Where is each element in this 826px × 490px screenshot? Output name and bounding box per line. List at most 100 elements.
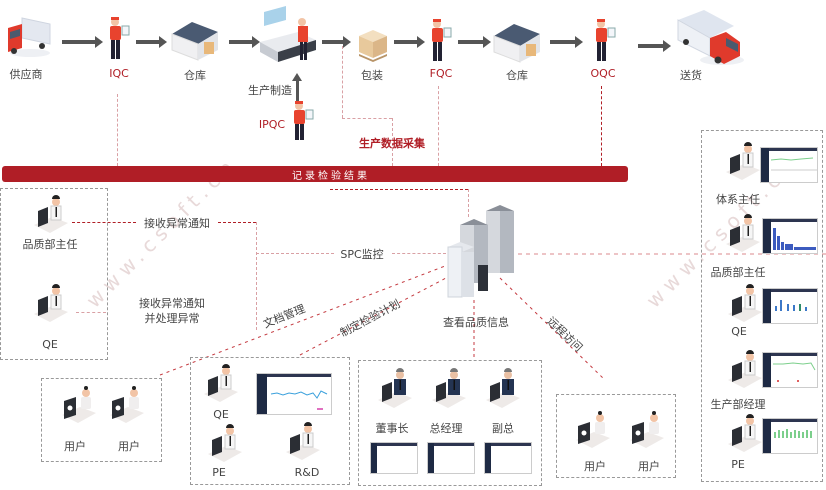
role-label: R&D bbox=[294, 466, 320, 479]
executive-icon bbox=[482, 368, 522, 410]
step-label-fqc: FQC bbox=[429, 67, 453, 80]
oqc-inspector-icon bbox=[590, 18, 620, 64]
receive-handle-line-1: 接收异常通知 bbox=[139, 297, 205, 310]
role-label: 品质部主任 bbox=[710, 266, 766, 279]
office-worker-icon bbox=[724, 414, 764, 454]
green-bar-chart-screenshot bbox=[762, 418, 818, 454]
executive-icon bbox=[428, 368, 468, 410]
packing-boxes-icon bbox=[357, 28, 389, 62]
role-label: 副总 bbox=[492, 422, 514, 435]
warehouse-icon bbox=[492, 20, 542, 64]
flow-arrow bbox=[322, 36, 351, 48]
pareto-chart-screenshot bbox=[762, 218, 818, 254]
connector bbox=[72, 222, 136, 223]
dashboard-screenshot bbox=[484, 442, 532, 474]
user-group-right bbox=[556, 394, 676, 478]
office-worker-icon bbox=[724, 350, 764, 390]
step-label-production: 生产制造 bbox=[248, 84, 292, 97]
flow-arrow bbox=[229, 36, 260, 48]
ipqc-label: IPQC bbox=[258, 118, 286, 131]
connector bbox=[601, 86, 602, 166]
connector bbox=[117, 94, 118, 166]
supplier-truck-icon bbox=[6, 14, 52, 58]
spc-chart-screenshot bbox=[256, 373, 332, 415]
step-label-warehouse-1: 仓库 bbox=[184, 69, 206, 82]
flow-arrow bbox=[458, 36, 491, 48]
step-label-packing: 包装 bbox=[361, 69, 383, 82]
role-label: QE bbox=[213, 408, 229, 421]
office-worker-icon bbox=[30, 195, 70, 235]
user-group-left bbox=[41, 378, 162, 462]
connector bbox=[438, 86, 439, 166]
user-female-icon bbox=[628, 410, 668, 450]
user-label: 用户 bbox=[118, 440, 140, 453]
office-worker-icon bbox=[724, 284, 764, 324]
role-label: PE bbox=[731, 458, 745, 471]
receive-handle-line-2: 并处理异常 bbox=[144, 312, 200, 325]
dashboard-screenshot bbox=[427, 442, 475, 474]
production-machine-icon bbox=[258, 4, 320, 68]
step-label-delivery: 送货 bbox=[680, 69, 702, 82]
step-label-iqc: IQC bbox=[109, 67, 129, 80]
connector bbox=[342, 118, 392, 119]
ipqc-inspector-icon bbox=[288, 100, 318, 142]
server-cluster-icon bbox=[446, 205, 522, 301]
office-worker-icon bbox=[204, 424, 244, 464]
view-quality-label: 查看品质信息 bbox=[443, 316, 509, 329]
band-label: 记录检验结果 bbox=[292, 171, 370, 182]
executive-icon bbox=[374, 368, 414, 410]
line-chart-screenshot bbox=[760, 147, 818, 183]
right-role-panel bbox=[701, 130, 823, 482]
flow-arrow bbox=[638, 40, 671, 52]
connector bbox=[342, 46, 343, 118]
bar-chart-screenshot bbox=[762, 288, 818, 324]
flow-arrow bbox=[394, 36, 425, 48]
office-worker-icon bbox=[722, 142, 762, 182]
role-label: QE bbox=[42, 338, 58, 351]
role-label: 董事长 bbox=[375, 422, 409, 435]
connector bbox=[392, 253, 446, 254]
receive-notice-label: 接收异常通知 bbox=[144, 217, 210, 230]
fqc-inspector-icon bbox=[426, 18, 456, 64]
user-female-icon bbox=[574, 410, 614, 450]
left-role-group bbox=[0, 188, 108, 360]
step-label-oqc: OQC bbox=[590, 67, 616, 80]
receive-handle-label: 接收异常通知 并处理异常 bbox=[130, 296, 214, 326]
user-female-icon bbox=[108, 385, 148, 425]
delivery-truck-icon bbox=[674, 8, 746, 68]
step-label-warehouse-2: 仓库 bbox=[506, 69, 528, 82]
user-female-icon bbox=[60, 385, 100, 425]
role-label: 总经理 bbox=[429, 422, 463, 435]
dashboard-screenshot bbox=[370, 442, 418, 474]
ipqc-up-arrow bbox=[292, 73, 302, 102]
connector bbox=[468, 189, 469, 217]
role-label: QE bbox=[731, 325, 747, 338]
role-label: 品质部主任 bbox=[22, 238, 78, 251]
flow-arrow bbox=[136, 36, 167, 48]
line-chart-screenshot bbox=[762, 352, 818, 388]
office-worker-icon bbox=[722, 214, 762, 254]
user-label: 用户 bbox=[638, 460, 660, 473]
office-worker-icon bbox=[30, 284, 70, 324]
connector bbox=[76, 312, 106, 313]
spc-label: SPC监控 bbox=[340, 248, 384, 261]
role-label: 生产部经理 bbox=[710, 398, 766, 411]
office-worker-icon bbox=[200, 364, 240, 404]
connector bbox=[256, 222, 257, 330]
warehouse-icon bbox=[170, 18, 220, 62]
connector bbox=[218, 222, 256, 223]
role-label: 体系主任 bbox=[716, 193, 760, 206]
flow-arrow bbox=[62, 36, 103, 48]
user-label: 用户 bbox=[584, 460, 606, 473]
connector bbox=[330, 189, 468, 190]
office-worker-icon bbox=[282, 422, 322, 462]
flow-arrow bbox=[550, 36, 583, 48]
role-label: PE bbox=[212, 466, 226, 479]
connector bbox=[256, 253, 334, 254]
record-results-band: 记录检验结果 bbox=[2, 166, 628, 182]
step-label-supplier: 供应商 bbox=[9, 68, 43, 81]
data-collection-label: 生产数据采集 bbox=[359, 137, 425, 150]
user-label: 用户 bbox=[64, 440, 86, 453]
connector bbox=[392, 118, 393, 166]
